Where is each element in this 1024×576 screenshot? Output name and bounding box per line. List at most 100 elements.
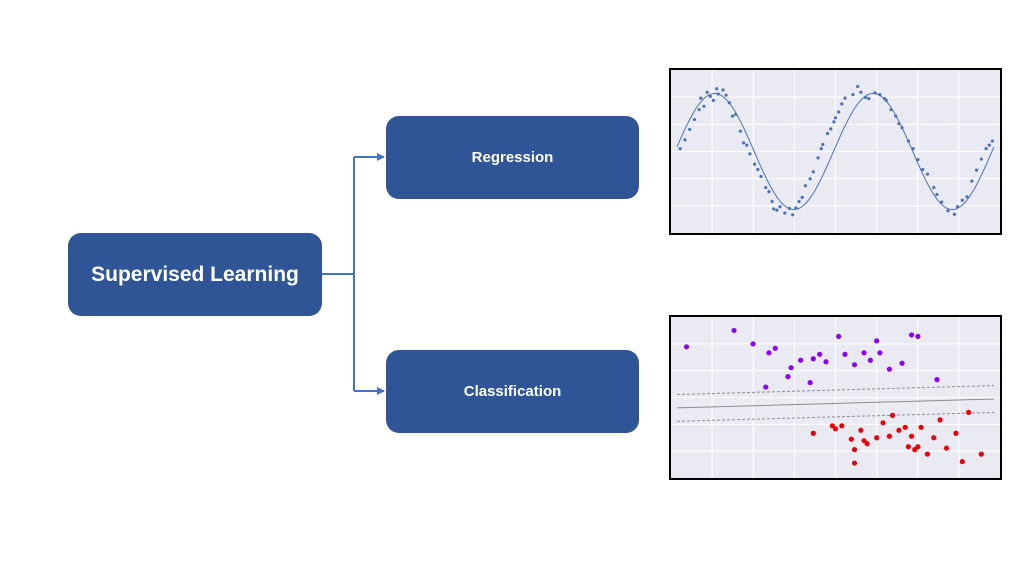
data-point [787, 206, 792, 211]
data-point [906, 139, 911, 143]
data-point [748, 152, 752, 156]
data-point [960, 198, 964, 202]
data-point [884, 98, 888, 102]
data-point [819, 146, 823, 151]
class-b-point [851, 460, 858, 466]
class-b-point [810, 430, 816, 436]
data-point [970, 179, 974, 183]
class-a-point [763, 384, 769, 390]
class-b-point [858, 427, 864, 433]
data-point [759, 174, 763, 179]
class-b-point [839, 423, 845, 429]
class-a-point [807, 380, 813, 386]
class-a-point [934, 377, 940, 383]
class-a-point [851, 362, 858, 368]
data-point [753, 162, 757, 166]
data-point [730, 114, 735, 118]
class-a-point [899, 360, 905, 366]
classification-plot [669, 315, 1002, 480]
class-b-point [896, 427, 902, 433]
data-point [764, 185, 768, 190]
data-point [688, 127, 692, 132]
data-point [825, 131, 830, 136]
data-point [772, 207, 776, 211]
data-point [921, 167, 925, 172]
data-point [832, 120, 836, 124]
data-point [935, 192, 939, 197]
data-point [724, 93, 728, 97]
data-point [794, 206, 798, 210]
regression-label: Regression [471, 149, 554, 166]
margin-line-lower [676, 411, 995, 422]
class-b-point [848, 436, 854, 442]
class-a-point [750, 341, 756, 347]
class-a-point [788, 365, 794, 371]
class-a-point [886, 366, 892, 372]
data-point [851, 92, 855, 97]
data-point [778, 205, 782, 209]
class-a-point [731, 327, 737, 334]
class-a-point [867, 357, 873, 363]
data-point [767, 189, 771, 194]
class-a-point [874, 338, 880, 344]
data-point [692, 117, 697, 122]
regression-node: Regression [386, 116, 639, 199]
class-b-point [966, 409, 972, 415]
class-b-point [864, 441, 870, 447]
class-a-point [915, 333, 921, 340]
class-a-point [908, 332, 915, 338]
class-b-point [880, 420, 886, 426]
data-point [775, 208, 779, 212]
class-a-point [823, 359, 829, 365]
data-point [829, 127, 833, 131]
data-point [965, 195, 969, 199]
class-a-point [785, 374, 791, 380]
data-point [955, 205, 960, 209]
data-point [911, 146, 915, 151]
data-point [859, 90, 863, 94]
class-b-point [943, 445, 950, 451]
class-b-point [874, 435, 880, 441]
class-b-point [902, 424, 908, 430]
class-a-point [683, 344, 690, 350]
data-point [925, 172, 930, 176]
class-a-point [836, 333, 842, 340]
data-point [697, 108, 701, 112]
class-b-point [918, 424, 924, 430]
data-point [987, 143, 991, 147]
data-point [734, 112, 738, 116]
class-a-point [842, 351, 848, 357]
data-point [797, 199, 801, 204]
data-point [727, 101, 731, 105]
data-point [840, 102, 844, 106]
data-point [745, 143, 749, 147]
data-point [940, 200, 944, 204]
data-point [716, 92, 720, 96]
data-point [843, 96, 847, 100]
data-point [708, 94, 712, 98]
data-point [979, 157, 983, 161]
data-point [705, 90, 709, 94]
data-point [856, 84, 860, 89]
data-point [800, 195, 804, 199]
data-point [721, 88, 725, 92]
data-point [811, 170, 815, 174]
regression-plot [669, 68, 1002, 235]
data-point [833, 116, 838, 120]
classification-node: Classification [386, 350, 639, 433]
supervised-learning-label: Supervised Learning [91, 262, 299, 286]
data-point [803, 184, 807, 188]
class-b-point [959, 458, 965, 465]
class-a-point [772, 345, 778, 351]
class-a-point [810, 356, 816, 362]
data-point [711, 98, 716, 102]
data-point [783, 211, 787, 215]
data-point [894, 114, 898, 118]
data-point [984, 146, 988, 151]
data-point [770, 199, 774, 204]
data-point [889, 108, 893, 112]
class-a-point [817, 351, 823, 357]
data-point [702, 104, 706, 108]
data-point [873, 91, 877, 95]
